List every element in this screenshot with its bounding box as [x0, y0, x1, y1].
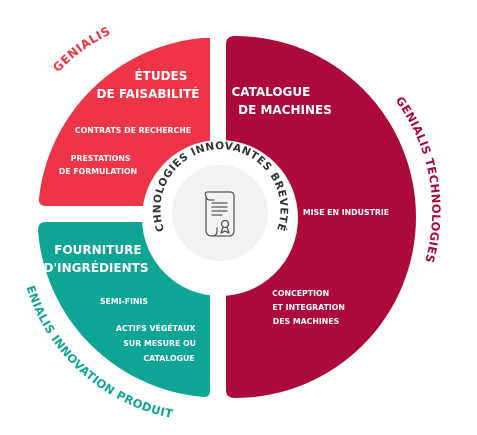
patent-scroll-icon	[204, 191, 235, 237]
label-genialis: GENIALIS	[50, 24, 113, 75]
hub-inner-circle	[172, 165, 268, 261]
top-left-title: ÉTUDES DE FAISABILITÉ	[97, 68, 200, 101]
bottom-left-item-actifs: ACTIFS VÉGÉTAUX SUR MESURE OU CATALOGUE	[116, 324, 199, 363]
top-left-item-prestations: PRESTATIONS DE FORMULATION	[59, 154, 137, 176]
right-item-conception: CONCEPTION ET INTEGRATION DES MACHINES	[272, 289, 348, 326]
right-item-mise-en-industrie: MISE EN INDUSTRIE	[303, 208, 389, 217]
top-left-item-contrats: CONTRATS DE RECHERCHE	[75, 126, 191, 135]
quadrant-right-shape	[226, 36, 416, 398]
bottom-left-title: FOURNITURE D'INGRÉDIENTS	[44, 243, 149, 275]
bottom-left-item-semi-finis: SEMI-FINIS	[100, 297, 148, 306]
right-title: CATALOGUE DE MACHINES	[231, 85, 331, 117]
